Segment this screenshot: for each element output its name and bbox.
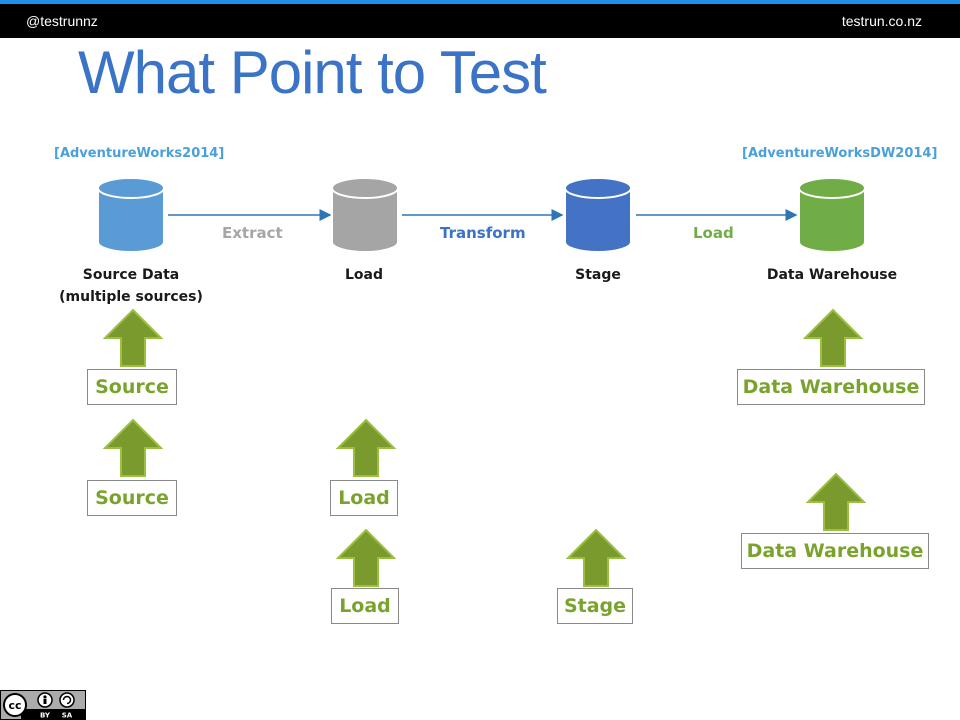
transform-label: Transform: [440, 224, 526, 242]
up-arrow-icon: [566, 528, 626, 587]
test-point-source: Source: [87, 480, 177, 516]
load-database-icon: [331, 177, 399, 253]
load-node-label: Load: [344, 267, 383, 283]
source-db-name: [AdventureWorks2014]: [54, 146, 225, 161]
sa-share-icon: [59, 692, 75, 708]
up-arrow-icon: [803, 308, 863, 367]
stage-database-icon: [564, 177, 632, 253]
test-point-load: Load: [330, 480, 398, 516]
slide-title: What Point to Test: [78, 39, 547, 106]
cc-license-badge: cc BY SA: [0, 690, 86, 720]
up-arrow-icon: [336, 418, 396, 477]
source-node-subtitle: (multiple sources): [59, 289, 203, 305]
sa-text: SA: [62, 712, 73, 720]
test-point-source: Source: [87, 369, 177, 405]
top-bar: @testrunnz testrun.co.nz: [0, 0, 960, 38]
by-text: BY: [40, 712, 51, 720]
source-node-label: Source Data (multiple sources): [50, 264, 212, 308]
test-point-warehouse: Data Warehouse: [737, 369, 925, 405]
twitter-handle: @testrunnz: [26, 13, 98, 29]
load-edge-label: Load: [693, 224, 734, 242]
cc-icon: [3, 693, 27, 717]
test-point-load: Load: [331, 588, 399, 624]
up-arrow-icon: [103, 308, 163, 367]
warehouse-database-icon: [798, 177, 866, 253]
stage-node-label: Stage: [575, 267, 621, 283]
up-arrow-icon: [103, 418, 163, 477]
cc-text: cc: [8, 699, 21, 712]
test-point-stage: Stage: [557, 588, 633, 624]
test-point-warehouse: Data Warehouse: [741, 533, 929, 569]
source-database-icon: [97, 177, 165, 253]
source-node-title: Source Data: [82, 267, 180, 283]
site-url: testrun.co.nz: [841, 13, 922, 29]
up-arrow-icon: [806, 472, 866, 531]
up-arrow-icon: [336, 528, 396, 587]
extract-label: Extract: [222, 224, 283, 242]
warehouse-db-name: [AdventureWorksDW2014]: [742, 146, 938, 161]
warehouse-node-label: Data Warehouse: [766, 267, 898, 283]
